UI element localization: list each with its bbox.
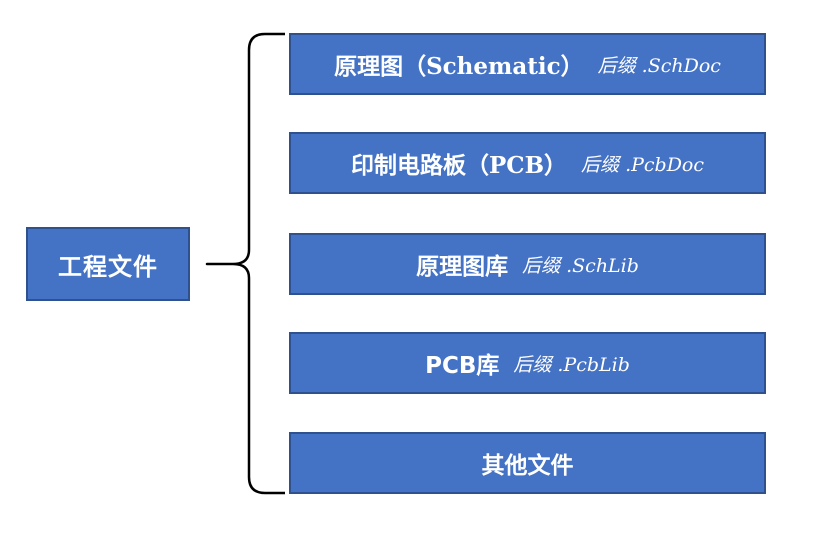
node-label: 印制电路板（PCB） [350, 152, 568, 179]
node-schematic-library: 原理图库 后缀 .SchLib [289, 233, 766, 295]
node-label: 原理图库 [416, 254, 509, 280]
root-node-label: 工程文件 [58, 252, 158, 281]
node-suffix: 后缀 .PcbLib [513, 353, 630, 376]
node-suffix: 后缀 .PcbDoc [581, 153, 705, 176]
node-suffix: 后缀 .SchDoc [597, 54, 721, 77]
node-schematic: 原理图（Schematic） 后缀 .SchDoc [289, 33, 766, 95]
node-suffix: 后缀 .SchLib [522, 254, 639, 277]
node-label: PCB库 [425, 353, 500, 379]
node-label: 其他文件 [481, 453, 574, 479]
node-label: 原理图（Schematic） [334, 53, 584, 80]
node-pcb-library: PCB库 后缀 .PcbLib [289, 332, 766, 394]
node-pcb: 印制电路板（PCB） 后缀 .PcbDoc [289, 132, 766, 194]
node-other-files: 其他文件 [289, 432, 766, 494]
root-node-project-files: 工程文件 [26, 227, 190, 301]
